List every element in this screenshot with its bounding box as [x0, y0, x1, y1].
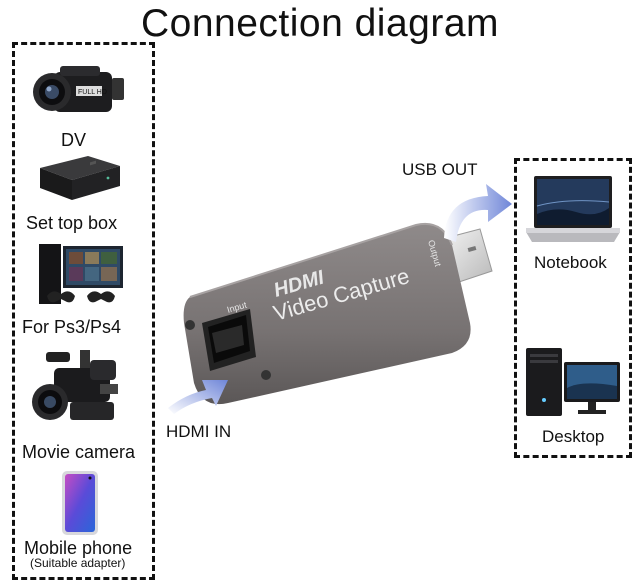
usb-out-arrow-icon [444, 184, 512, 242]
camcorder-icon: FULL HD [33, 66, 124, 112]
svg-text:FULL HD: FULL HD [78, 89, 107, 96]
set-top-box-label: Set top box [26, 213, 118, 233]
game-console-icon [39, 244, 123, 304]
movie-camera-icon [32, 350, 118, 420]
notebook-label: Notebook [534, 253, 607, 272]
desktop-icon [526, 348, 620, 416]
mobile-phone-label: Mobile phone [24, 538, 133, 558]
hdmi-in-arrow-icon [168, 380, 228, 414]
targets-box [514, 158, 632, 458]
diagram-title: Connection diagram [140, 2, 500, 45]
video-capture-device: HDMI Video Capture Input Output [183, 223, 493, 405]
mobile-phone-note: (Suitable adapter) [30, 556, 126, 570]
set-top-box-icon [40, 156, 120, 200]
usb-out-label: USB OUT [402, 160, 478, 179]
desktop-label: Desktop [542, 427, 605, 446]
hdmi-in-label: HDMI IN [166, 422, 232, 441]
movie-camera-label: Movie camera [22, 442, 136, 462]
mobile-phone-icon [62, 471, 98, 535]
dv-label: DV [61, 130, 87, 150]
ps-label: For Ps3/Ps4 [22, 317, 122, 337]
notebook-icon [526, 176, 620, 242]
sources-box [12, 42, 155, 580]
